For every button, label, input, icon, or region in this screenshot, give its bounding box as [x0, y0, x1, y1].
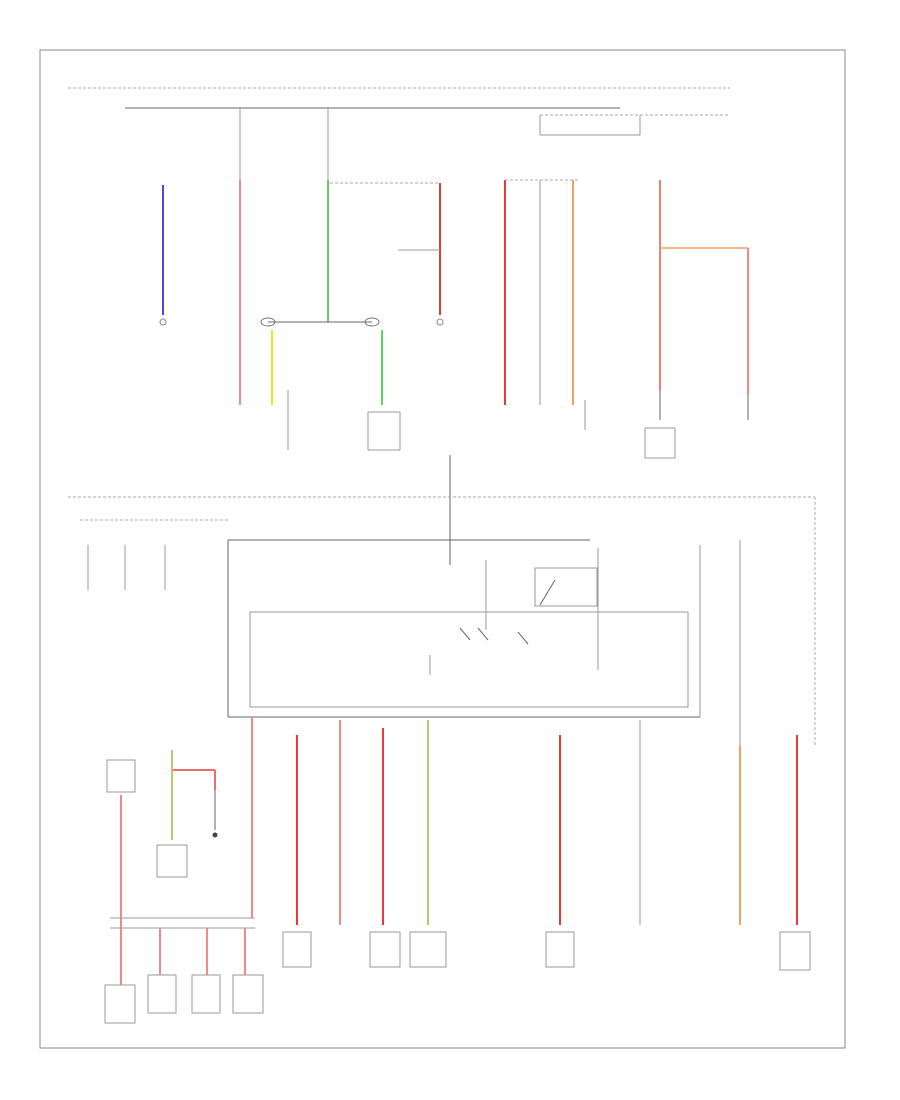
ground-point	[436, 318, 444, 326]
component-box	[282, 931, 312, 968]
component-box	[644, 427, 676, 459]
relay-contact	[459, 627, 471, 641]
ground-point	[212, 832, 218, 838]
component-box	[156, 844, 188, 878]
component-box	[104, 984, 136, 1024]
relay-box	[534, 567, 598, 607]
diagram-frame	[39, 49, 846, 1049]
splice-point-left	[260, 317, 276, 327]
component-box	[147, 974, 177, 1014]
component-box	[779, 931, 811, 971]
relay-contact	[539, 579, 556, 606]
relay-contact	[477, 627, 489, 641]
relay-contact	[517, 631, 529, 645]
component-box	[409, 931, 447, 968]
inner-fuse-panel	[249, 611, 689, 708]
component-box	[106, 759, 136, 793]
component-box	[367, 411, 401, 451]
splice-point-right	[364, 317, 380, 327]
ground-point	[159, 318, 167, 326]
component-box	[369, 931, 401, 968]
component-box	[545, 931, 575, 968]
component-box	[232, 974, 264, 1014]
component-box	[191, 974, 221, 1014]
